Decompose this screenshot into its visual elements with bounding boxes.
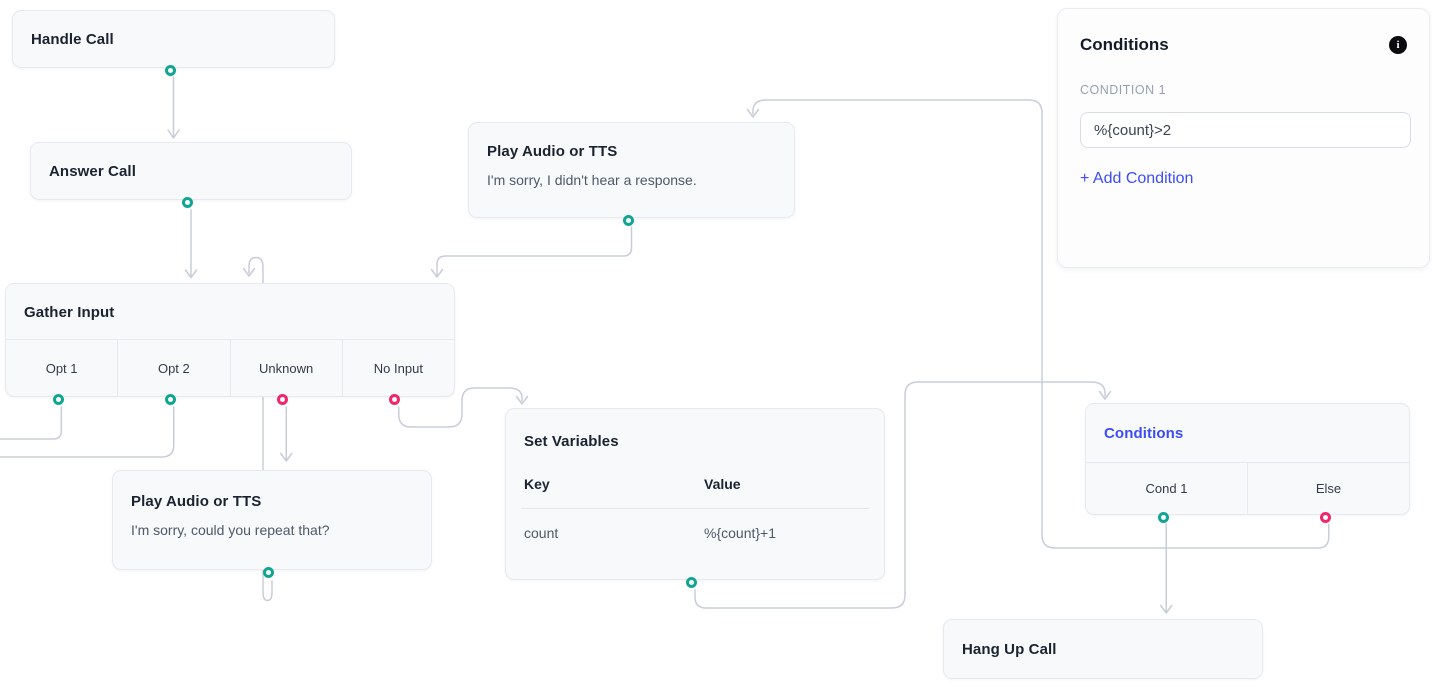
edge-conditions-else-to-play-audio-no-response [746, 99, 1330, 549]
output-label: Cond 1 [1145, 481, 1188, 496]
output-port-else[interactable] [1319, 512, 1331, 523]
node-title: Set Variables [524, 433, 619, 450]
conditions-outputs: Cond 1 Else [1086, 462, 1409, 523]
output-cell-cond-1: Cond 1 [1086, 463, 1247, 523]
conditions-properties-panel: Conditions i CONDITION 1 + Add Condition [1057, 8, 1430, 268]
node-play-audio-no-response[interactable]: Play Audio or TTS I'm sorry, I didn't he… [468, 122, 795, 226]
panel-title: Conditions [1080, 35, 1169, 54]
node-hang-up-call[interactable]: Hang Up Call [943, 619, 1263, 679]
panel-header: Conditions i [1080, 35, 1407, 55]
output-port-answer-call[interactable] [182, 197, 193, 208]
output-cell-else: Else [1247, 463, 1409, 523]
output-port-set-variables[interactable] [686, 577, 697, 588]
node-conditions[interactable]: Conditions Cond 1 Else [1085, 403, 1410, 523]
node-set-variables[interactable]: Set Variables Key Value count %{count}+1 [505, 408, 885, 588]
variable-key: count [524, 525, 559, 541]
output-port-opt-2[interactable] [164, 394, 176, 405]
output-port-handle-call[interactable] [164, 65, 176, 76]
edge-gather-input-unknown-to-play-audio-repeat [280, 406, 293, 462]
edge-answer-call-to-gather-input [184, 209, 198, 279]
output-cell-opt-2: Opt 2 [117, 340, 229, 405]
output-label: No Input [373, 360, 423, 376]
node-title: Hang Up Call [962, 640, 1057, 658]
output-cell-opt-1: Opt 1 [6, 340, 117, 405]
output-port-cond-1[interactable] [1157, 512, 1169, 523]
output-label: Opt 2 [157, 360, 190, 376]
edge-gather-input-no-input-to-set-variables [398, 387, 529, 428]
output-cell-no-input: No Input [341, 340, 454, 405]
variable-value: %{count}+1 [704, 525, 777, 541]
set-variables-table: Key Value count %{count}+1 [506, 476, 884, 541]
table-divider [521, 508, 869, 509]
edge-handle-call-to-answer-call [167, 76, 180, 139]
node-message-text: I'm sorry, could you repeat that? [131, 522, 330, 538]
output-port-play-audio-no-response[interactable] [622, 215, 634, 226]
node-title: Play Audio or TTS [131, 493, 262, 510]
node-answer-call[interactable]: Answer Call [30, 142, 352, 208]
info-icon[interactable]: i [1389, 36, 1407, 54]
output-port-no-input[interactable] [389, 394, 401, 405]
condition-section-label: CONDITION 1 [1080, 83, 1167, 97]
node-title: Play Audio or TTS [487, 143, 618, 160]
node-message-text: I'm sorry, I didn't hear a response. [487, 172, 697, 188]
node-handle-call[interactable]: Handle Call [12, 10, 335, 76]
edge-set-variables-to-conditions [694, 381, 1112, 609]
edge-play-audio-repeat-loop-to-gather-input [242, 256, 273, 602]
set-variables-header-row: Key Value [524, 476, 866, 492]
node-play-audio-repeat[interactable]: Play Audio or TTS I'm sorry, could you r… [112, 470, 432, 578]
condition-expression-input[interactable] [1080, 112, 1411, 148]
node-gather-input[interactable]: Gather Input Opt 1 Opt 2 Unknown No Inpu… [5, 283, 455, 405]
node-title: Handle Call [31, 30, 114, 48]
add-condition-button[interactable]: + Add Condition [1080, 170, 1194, 187]
variable-row: count %{count}+1 [524, 525, 866, 541]
output-label: Else [1315, 481, 1342, 496]
output-port-opt-1[interactable] [52, 394, 64, 405]
output-port-play-audio-repeat[interactable] [263, 567, 274, 578]
node-title: Answer Call [49, 162, 136, 180]
column-header-key: Key [524, 476, 550, 492]
gather-input-outputs: Opt 1 Opt 2 Unknown No Input [6, 339, 454, 405]
node-title: Conditions [1104, 425, 1184, 442]
edge-conditions-cond-1-to-hang-up-call [1160, 523, 1173, 614]
output-cell-unknown: Unknown [229, 340, 342, 405]
edge-gather-input-opt-1-left-exit [0, 406, 62, 440]
output-label: Opt 1 [45, 360, 78, 376]
node-title: Gather Input [24, 304, 115, 321]
edge-play-audio-no-response-to-gather-input [430, 226, 633, 278]
output-port-unknown[interactable] [277, 394, 289, 405]
column-header-value: Value [704, 476, 741, 492]
edge-gather-input-opt-2-left-exit [0, 406, 175, 458]
output-label: Unknown [259, 360, 314, 376]
